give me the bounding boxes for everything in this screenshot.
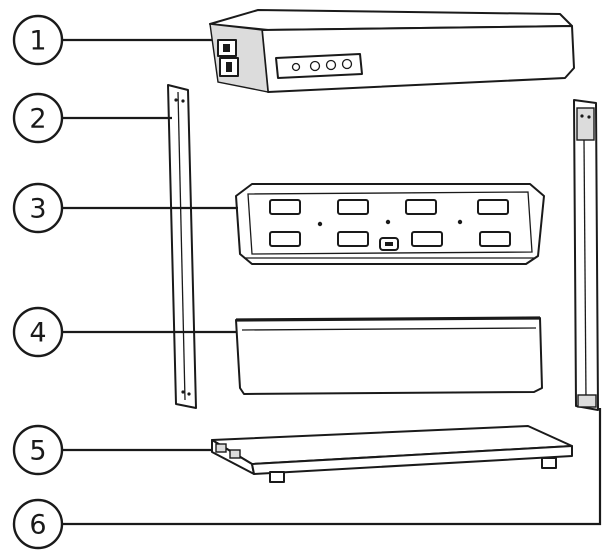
top-tray-with-slots (235, 183, 545, 265)
callout-number: 3 (29, 194, 46, 225)
panel-upper-tab (576, 107, 595, 141)
right-side-panel (573, 99, 599, 411)
callout-5: 5 (12, 424, 64, 476)
callout-1: 1 (12, 14, 64, 66)
indicator-light-2 (309, 60, 321, 72)
slot-row-bottom (269, 231, 511, 247)
callout-4: 4 (12, 306, 64, 358)
base-foot-right (541, 457, 557, 469)
callout-3: 3 (12, 182, 64, 234)
callout-number: 1 (29, 26, 46, 57)
slot-row-top (269, 199, 509, 215)
leader-lines (62, 38, 602, 526)
panel-lower-tab (577, 394, 597, 408)
indicator-light-4 (341, 58, 353, 70)
indicator-light-1 (291, 62, 301, 72)
main-unit (209, 9, 575, 93)
callout-number: 4 (29, 318, 46, 349)
storage-tray (235, 316, 543, 395)
callout-number: 2 (29, 104, 46, 135)
indicator-light-3 (325, 59, 337, 71)
leader-line-6 (62, 408, 602, 526)
left-side-panel (167, 84, 197, 409)
base-foot-left (269, 471, 285, 483)
base-plate (211, 425, 573, 483)
callout-2: 2 (12, 92, 64, 144)
callout-6: 6 (12, 498, 64, 550)
callout-number: 6 (29, 510, 46, 541)
callout-number: 5 (29, 436, 46, 467)
